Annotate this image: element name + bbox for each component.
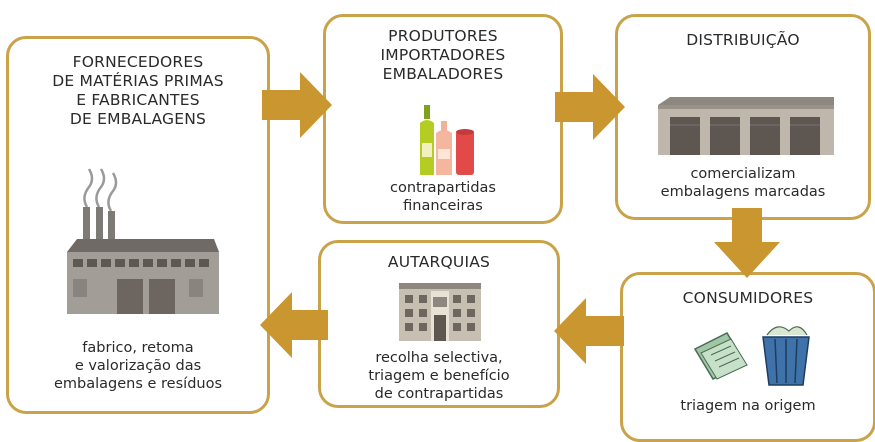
suppliers-title: FORNECEDORES DE MATÉRIAS PRIMAS E FABRIC… [9, 53, 267, 129]
suppliers-title-line-1: FORNECEDORES [72, 53, 204, 71]
suppliers-title-line-4: DE EMBALAGENS [69, 110, 207, 128]
suppliers-caption-line-3: embalagens e resíduos [53, 376, 223, 392]
suppliers-title-line-3: E FABRICANTES [76, 91, 200, 109]
consumers-box: CONSUMIDORES triagem na origem [620, 272, 875, 442]
arrow-down-icon [714, 208, 780, 278]
warehouse-icon [658, 97, 834, 155]
distribution-title-line-1: DISTRIBUIÇÃO [686, 31, 800, 49]
producers-box: PRODUTORES IMPORTADORES EMBALADORES cont… [323, 14, 563, 224]
distribution-box: DISTRIBUIÇÃO comercializam embalagens ma… [615, 14, 871, 220]
arrow-right-1-icon [262, 72, 332, 138]
municipalities-caption-line-1: recolha selectiva, [375, 350, 503, 366]
producers-title-line-2: IMPORTADORES [380, 46, 506, 64]
factory-icon [67, 168, 219, 314]
producers-title-line-3: EMBALADORES [382, 65, 504, 83]
consumers-title-line-1: CONSUMIDORES [682, 289, 814, 307]
producers-title: PRODUTORES IMPORTADORES EMBALADORES [326, 27, 560, 84]
arrow-left-2-icon [260, 292, 328, 358]
suppliers-caption-line-1: fabrico, retoma [82, 340, 194, 356]
producers-caption-line-2: financeiras [403, 198, 483, 214]
municipalities-caption: recolha selectiva, triagem e benefício d… [321, 349, 557, 403]
bottles-icon [420, 105, 474, 175]
suppliers-box: FORNECEDORES DE MATÉRIAS PRIMAS E FABRIC… [6, 36, 270, 414]
distribution-caption: comercializam embalagens marcadas [618, 165, 868, 201]
suppliers-caption: fabrico, retoma e valorização das embala… [9, 339, 267, 393]
distribution-caption-line-1: comercializam [690, 166, 796, 182]
consumers-title: CONSUMIDORES [623, 289, 873, 308]
arrow-left-1-icon [554, 298, 624, 364]
town-hall-icon [399, 283, 481, 341]
distribution-caption-line-2: embalagens marcadas [660, 184, 826, 200]
distribution-title: DISTRIBUIÇÃO [618, 31, 868, 50]
recycling-bin-icon [693, 326, 810, 386]
municipalities-title: AUTARQUIAS [321, 253, 557, 272]
suppliers-caption-line-2: e valorização das [74, 358, 202, 374]
suppliers-title-line-2: DE MATÉRIAS PRIMAS [52, 72, 224, 90]
municipalities-caption-line-2: triagem e benefício [368, 368, 510, 384]
consumers-caption-line-1: triagem na origem [680, 398, 816, 414]
municipalities-title-line-1: AUTARQUIAS [387, 253, 491, 271]
producers-title-line-1: PRODUTORES [388, 27, 498, 45]
producers-caption: contrapartidas financeiras [326, 179, 560, 215]
arrow-right-2-icon [555, 74, 625, 140]
producers-caption-line-1: contrapartidas [390, 180, 496, 196]
consumers-caption: triagem na origem [623, 397, 873, 415]
municipalities-box: AUTARQUIAS recolha selectiva, triagem e … [318, 240, 560, 408]
municipalities-caption-line-3: de contrapartidas [374, 386, 504, 402]
